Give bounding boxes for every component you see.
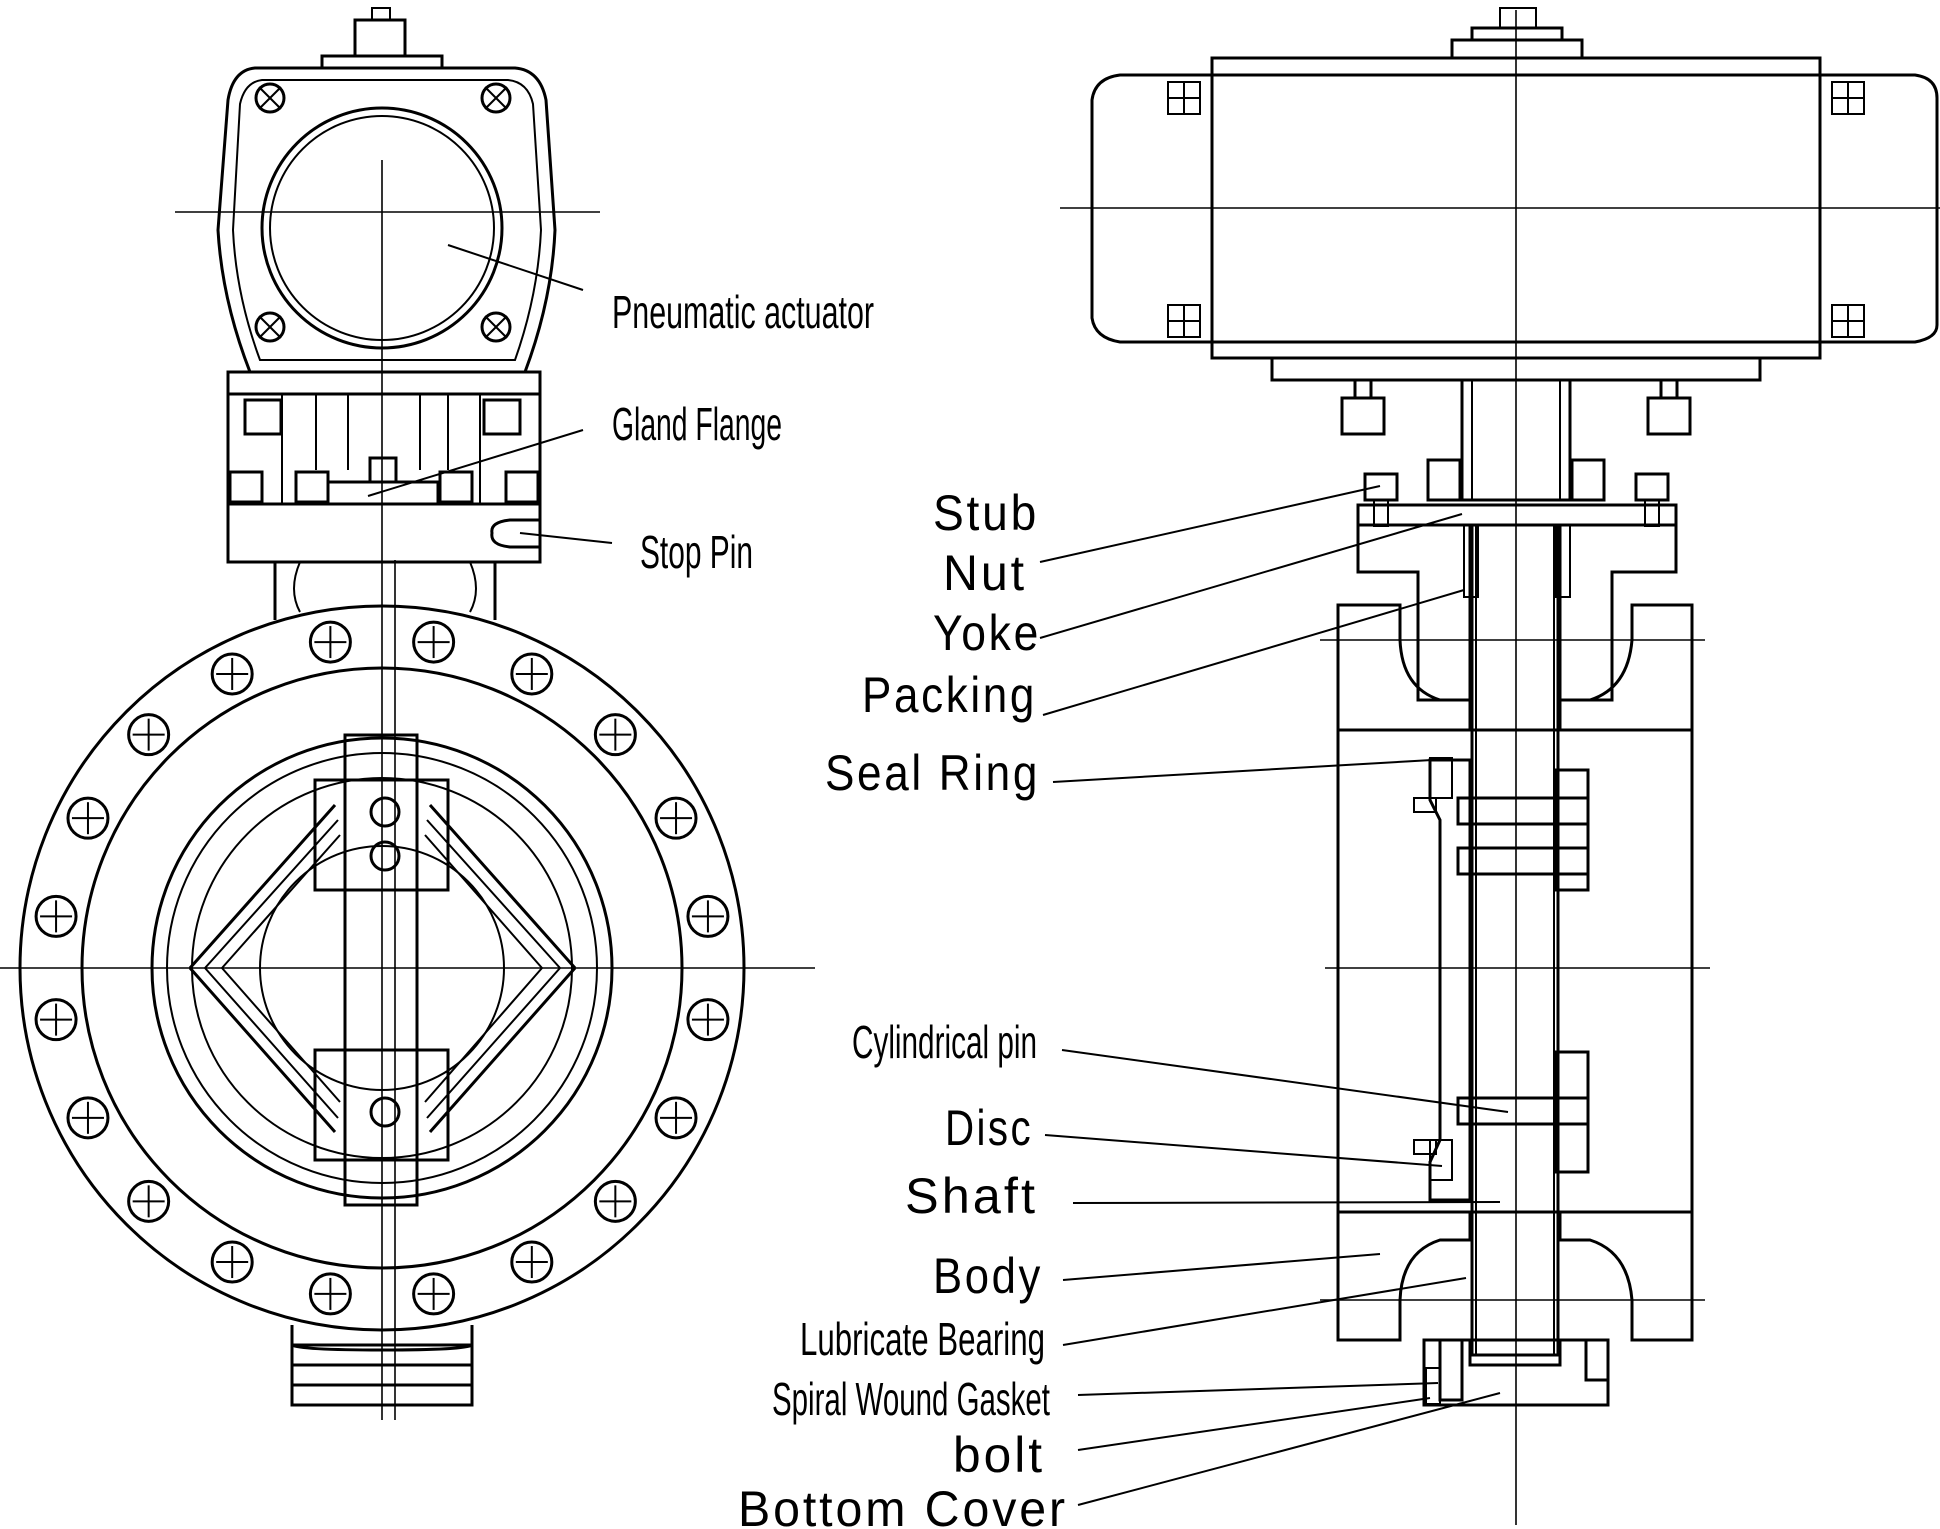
flange-bolt-hole <box>66 796 110 840</box>
flange-bolt-hole <box>210 1240 254 1284</box>
label-cylindrical-pin: Cylindrical pin <box>852 1016 1037 1068</box>
body-neck <box>273 561 497 620</box>
gland-stud-nuts <box>1363 458 1670 527</box>
leader-lines <box>367 244 1509 1506</box>
section-view <box>1060 7 1940 1525</box>
label-pneumatic-actuator: Pneumatic actuator <box>612 286 874 338</box>
label-stop-pin: Stop Pin <box>640 526 753 578</box>
label-nut: Nut <box>943 545 1027 601</box>
label-bolt: bolt <box>953 1427 1045 1483</box>
disc-side <box>1413 757 1590 1202</box>
shaft-side <box>1470 523 1560 1357</box>
flange-bolt-hole <box>34 894 78 938</box>
actuator-corner-bolts <box>254 82 512 343</box>
flange-bolt-hole <box>593 1179 637 1223</box>
body-flanges <box>1320 603 1705 1342</box>
flange-bolt-hole <box>127 713 171 757</box>
upper-bonnet <box>1356 523 1678 702</box>
label-seal-ring: Seal Ring <box>825 745 1040 801</box>
flange-bolt-hole <box>654 796 698 840</box>
front-view-centerlines <box>0 160 815 1420</box>
flange-bolt-hole <box>510 1240 554 1284</box>
flange-bolt-hole <box>686 998 730 1042</box>
flange-bolt-hole <box>412 620 456 664</box>
flange-bolt-hole <box>412 1272 456 1316</box>
bracket <box>226 370 542 564</box>
label-body: Body <box>933 1248 1043 1304</box>
label-yoke: Yoke <box>933 605 1041 661</box>
actuator-mount-bolts <box>1340 378 1692 436</box>
label-stub: Stub <box>933 485 1039 541</box>
gland-flange-plate <box>1356 503 1678 527</box>
flange-bolt-hole <box>66 1096 110 1140</box>
flange-bolt-hole <box>686 894 730 938</box>
flange-bolt-hole <box>510 652 554 696</box>
label-gland-flange: Gland Flange <box>612 398 782 450</box>
label-lubricate-bearing: Lubricate Bearing <box>800 1313 1045 1365</box>
flange-bolt-hole <box>308 620 352 664</box>
label-shaft: Shaft <box>905 1168 1038 1224</box>
flange-bolt-hole <box>593 713 637 757</box>
label-disc: Disc <box>945 1100 1033 1156</box>
flange-bolt-hole <box>308 1272 352 1316</box>
front-view <box>0 7 815 1420</box>
label-spiral-wound-gasket: Spiral Wound Gasket <box>772 1373 1050 1425</box>
section-view-centerlines <box>1060 10 1940 1525</box>
actuator-side <box>1090 7 1939 382</box>
part-labels: Pneumatic actuator Gland Flange Stop Pin… <box>612 286 1068 1529</box>
label-packing: Packing <box>862 667 1037 723</box>
label-bottom-cover: Bottom Cover <box>738 1481 1068 1529</box>
flange-bolt-hole <box>127 1179 171 1223</box>
flange-bolt-hole <box>34 998 78 1042</box>
disc-front <box>188 733 577 1207</box>
flange-bolt-holes <box>34 620 730 1316</box>
flange-bolt-hole <box>210 652 254 696</box>
flange-bolt-hole <box>654 1096 698 1140</box>
cylindrical-pins <box>1456 796 1590 1126</box>
